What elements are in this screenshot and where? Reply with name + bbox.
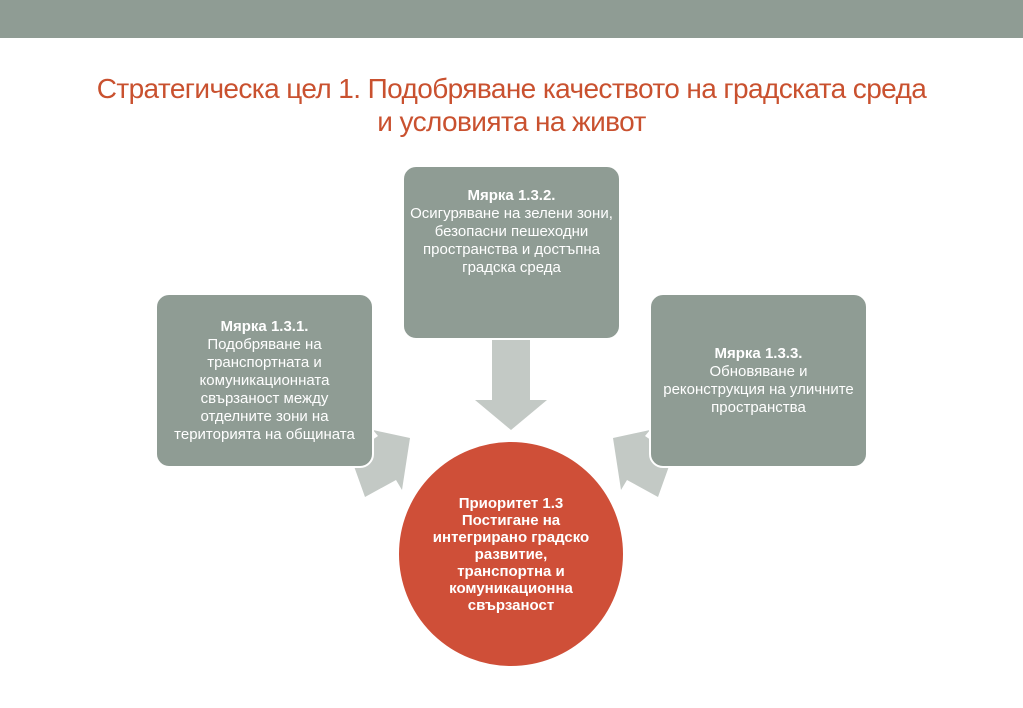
measure-3-heading: Мярка 1.3.3. [714,344,803,362]
measure-3-text: Обновяване и реконструкция на уличните п… [663,362,854,416]
measure-box-1-3-1: Мярка 1.3.1. Подобряване на транспортнат… [155,293,374,468]
measure-box-1-3-3: Мярка 1.3.3. Обновяване и реконструкция … [649,293,868,468]
measure-1-text: Подобряване на транспортната и комуникац… [174,335,355,443]
measure-box-1-3-2: Мярка 1.3.2. Осигуряване на зелени зони,… [402,165,621,340]
slide-title-line-2: и условията на живот [377,106,646,137]
measure-2-heading: Мярка 1.3.2. [467,187,556,204]
slide-title-line-1: Стратегическа цел 1. Подобряване качеств… [96,73,927,104]
measure-2-text: Осигуряване на зелени зони, безопасни пе… [410,205,613,276]
priority-text: Постигане на интегрирано градско развити… [432,511,590,614]
slide-title: Стратегическа цел 1. Подобряване качеств… [40,72,983,138]
arrow-down [475,340,547,430]
priority-circle: Приоритет 1.3 Постигане на интегрирано г… [397,440,625,668]
top-bar [0,0,1023,38]
measure-1-heading: Мярка 1.3.1. [220,317,309,335]
priority-heading: Приоритет 1.3 [458,494,564,512]
